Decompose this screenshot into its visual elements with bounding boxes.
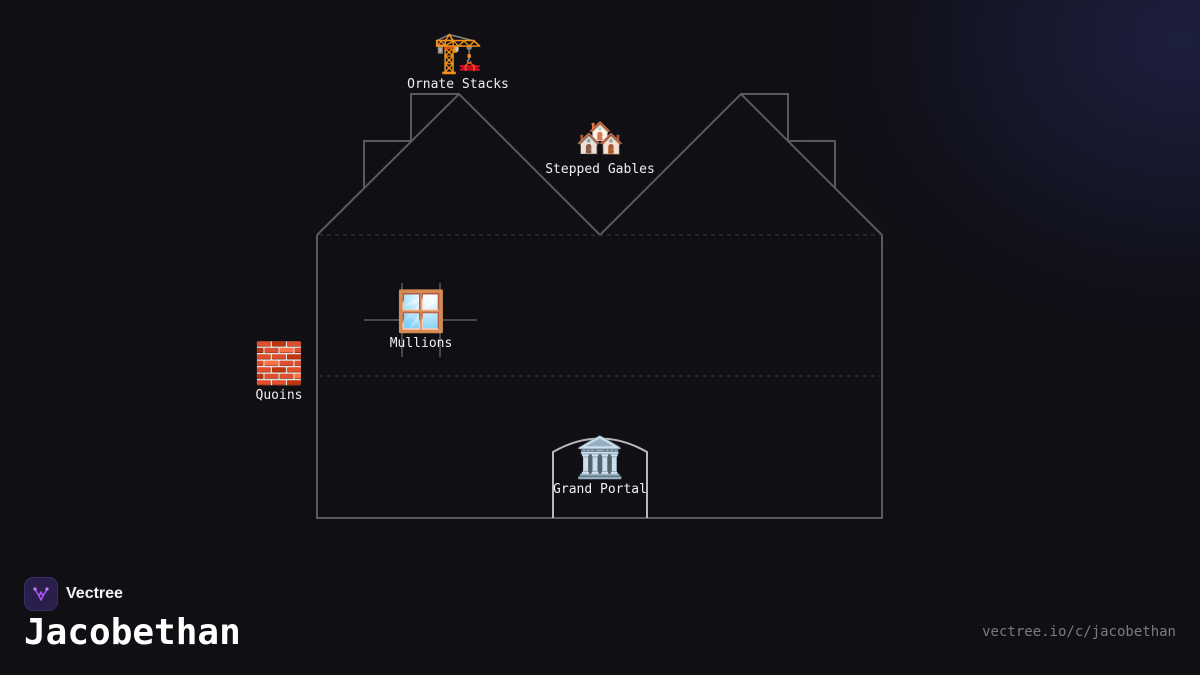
feature-mullions: 🪟 Mullions (390, 290, 453, 352)
house-outline (316, 92, 883, 519)
feature-label: Ornate Stacks (407, 77, 509, 92)
page-url[interactable]: vectree.io/c/jacobethan (982, 624, 1176, 640)
brand-name: Vectree (66, 585, 123, 602)
feature-stepped-gables: 🏘️ Stepped Gables (545, 116, 655, 178)
window-icon: 🪟 (396, 289, 446, 335)
vectree-logo-icon (24, 577, 58, 611)
feature-grand-portal: 🏛️ Grand Portal (553, 436, 647, 498)
feature-label: Grand Portal (553, 482, 647, 497)
feature-label: Stepped Gables (545, 162, 655, 177)
feature-ornate-stacks: 🏗️ Ornate Stacks (407, 31, 509, 93)
left-stepped-chimney (363, 93, 459, 188)
page-title: Jacobethan (24, 612, 241, 653)
feature-label: Mullions (389, 336, 453, 351)
houses-icon: 🏘️ (575, 115, 625, 161)
brick-icon: 🧱 (254, 341, 304, 387)
construction-crane-icon: 🏗️ (433, 30, 483, 76)
brand[interactable]: Vectree (24, 577, 123, 611)
classical-building-icon: 🏛️ (575, 435, 625, 481)
right-stepped-chimney (741, 93, 836, 188)
feature-quoins: 🧱 Quoins (254, 342, 304, 404)
portal-arch (552, 437, 648, 518)
feature-label: Quoins (255, 388, 303, 403)
